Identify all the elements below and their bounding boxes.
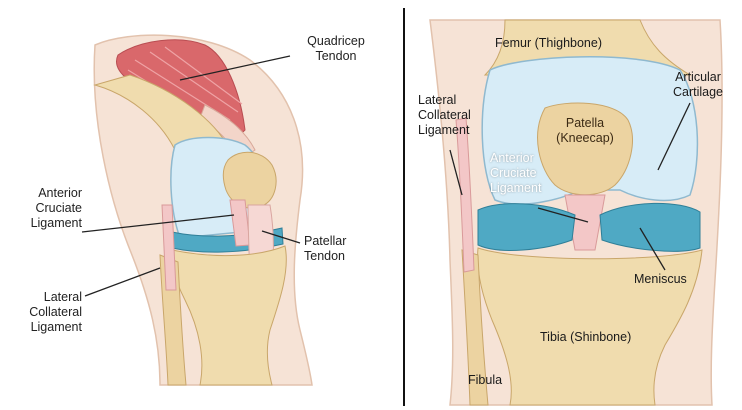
label-articular-cartilage: Articular Cartilage bbox=[660, 70, 736, 100]
label-patella: Patella (Kneecap) bbox=[548, 116, 622, 146]
label-quadricep-tendon: Quadricep Tendon bbox=[296, 34, 376, 64]
label-lateral-collateral-ligament-left: Lateral Collateral Ligament bbox=[4, 290, 82, 335]
label-anterior-cruciate-ligament-left: Anterior Cruciate Ligament bbox=[4, 186, 82, 231]
label-lateral-collateral-ligament-right: Lateral Collateral Ligament bbox=[418, 93, 496, 138]
label-fibula: Fibula bbox=[468, 373, 528, 388]
label-patellar-tendon: Patellar Tendon bbox=[304, 234, 384, 264]
label-tibia: Tibia (Shinbone) bbox=[540, 330, 660, 345]
label-anterior-cruciate-ligament-right: Anterior Cruciate Ligament bbox=[490, 151, 562, 196]
label-femur: Femur (Thighbone) bbox=[495, 36, 635, 51]
label-meniscus: Meniscus bbox=[634, 272, 714, 287]
right-meniscus-left bbox=[478, 204, 575, 251]
left-knee-side-view bbox=[82, 35, 312, 385]
